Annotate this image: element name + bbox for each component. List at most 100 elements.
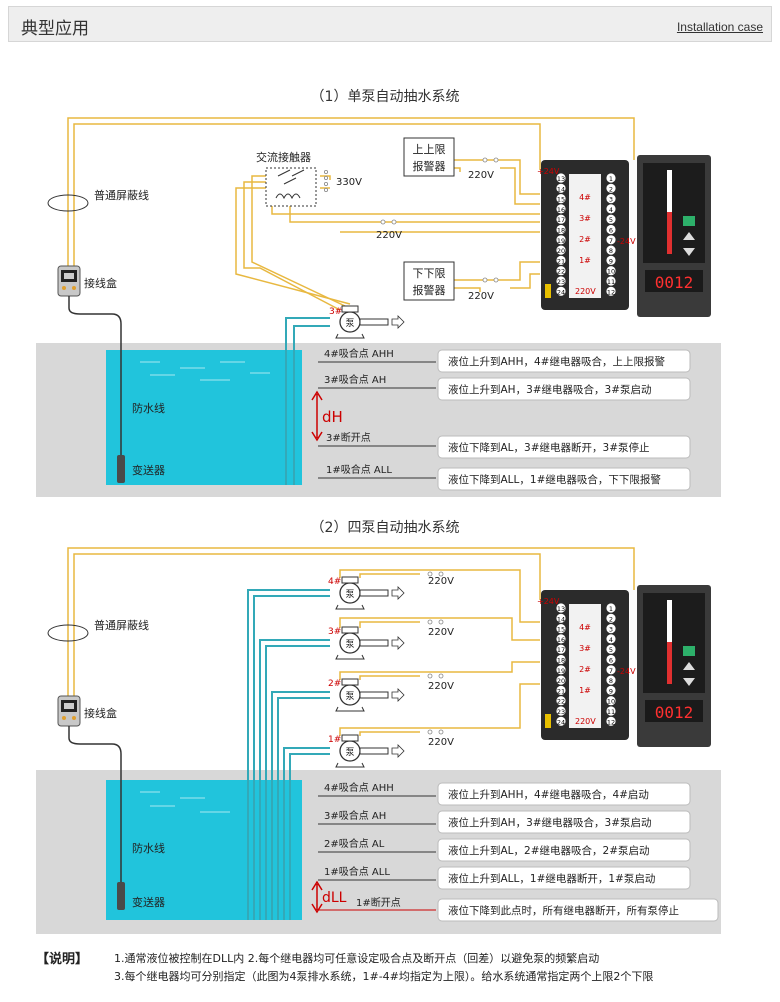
d2-bargraph-fill [667, 642, 672, 684]
d2-terminal-right-10 [606, 696, 616, 706]
d1-terminal-right-2 [606, 183, 616, 193]
d2-terminal-left-21 [556, 685, 566, 696]
d1-terminal-left-label: 19 [557, 237, 565, 245]
voltage-220-lower: 220V [468, 291, 494, 302]
d2-voltage-3: 220V [428, 627, 454, 638]
d2-messages [437, 782, 719, 922]
d1-terminal-left-14 [556, 183, 566, 193]
d2-water [106, 780, 302, 920]
d2-terminal-left-22 [556, 696, 566, 706]
d1-readout-panel [645, 270, 703, 292]
d2-terminal-right-label: 10 [607, 698, 615, 706]
d1-terminal-right-9 [606, 255, 616, 265]
d1-terminal-right-label: 8 [609, 247, 613, 255]
d2-switch-contacts [427, 571, 444, 735]
d1-terminal-right-label: 9 [609, 257, 613, 265]
d2-terminal-left-label: 15 [557, 626, 565, 634]
d1-transmitter [117, 455, 125, 483]
d2-terminal-right-2 [606, 613, 616, 623]
d1-message-1: 液位上升到AHH，4#继电器吸合，上上限报警 [448, 355, 665, 368]
d2-relay-label: 3# [579, 644, 591, 653]
d1-bargraph-fill [667, 212, 672, 254]
d1-pump-label: 泵 [345, 318, 354, 329]
d1-terminal-right-label: 3 [609, 196, 613, 204]
d2-pump-1-label: 泵 [345, 747, 354, 758]
d1-junction-label: 接线盒 [84, 276, 117, 290]
d2-pump-3-number: 3# [328, 627, 341, 637]
d2-level-ahh: 4#吸合点 AHH [324, 781, 394, 794]
d1-fuse [545, 284, 551, 298]
d2-terminal-right-label: 12 [607, 718, 615, 726]
d1-messages [437, 349, 691, 491]
lower-alarm-box [403, 261, 455, 301]
d1-terminal-right-label: 6 [609, 227, 613, 235]
d1-dh-label: dH [322, 408, 343, 426]
contactor-coil [275, 193, 301, 200]
d1-terminal-right-12 [606, 286, 616, 296]
d1-terminal-left-label: 21 [557, 257, 565, 265]
d2-voltage-1: 220V [428, 737, 454, 748]
d1-terminal-left-18 [556, 224, 566, 235]
d2-terminal-left-label: 13 [557, 605, 565, 613]
d2-ac220-label: 220V [575, 717, 596, 726]
notes-line2: 3.每个继电器均可分别指定（此图为4泵排水系统，1#-4#均指定为上限）。给水系… [114, 970, 654, 983]
d2-transmitter [117, 882, 125, 910]
d2-voltage-2: 220V [428, 681, 454, 692]
d2-dll-arrow [311, 880, 323, 914]
section-header: 典型应用 Installation case [8, 6, 772, 42]
d1-level-off: 3#断开点 [326, 431, 371, 444]
d2-wires [67, 547, 635, 736]
d1-terminal-right-label: 4 [609, 206, 613, 214]
d1-terminal-left-19 [556, 235, 566, 245]
d2-readout-panel [645, 700, 703, 722]
d2-water-ripples [140, 791, 230, 813]
d2-message-2: 液位上升到AH，3#继电器吸合，3#泵启动 [448, 816, 652, 829]
d2-level-al: 2#吸合点 AL [324, 837, 385, 850]
voltage-220-contactor: 220V [376, 230, 402, 241]
d2-terminal-left-23 [556, 706, 566, 716]
d2-pump-4-number: 4# [328, 577, 341, 587]
d2-terminal-left-24 [556, 716, 566, 726]
d1-terminal-left-23 [556, 276, 566, 286]
upper-alarm-line2: 报警器 [413, 159, 446, 173]
d2-message-5: 液位下降到此点时，所有继电器断开，所有泵停止 [448, 904, 679, 917]
d1-terminal-right-1 [606, 173, 616, 183]
d2-plus24-label: +24V [537, 597, 560, 606]
d1-terminal-right-11 [606, 276, 616, 286]
d2-fuse [545, 714, 551, 728]
d2-terminal-right-12 [606, 716, 616, 726]
d1-enter-button [683, 216, 695, 226]
d2-instrument-screen [643, 593, 705, 693]
d2-terminal-right-label: 2 [609, 615, 613, 623]
notes-label: 【说明】 [36, 952, 89, 967]
d1-cable-ring [47, 194, 89, 212]
d1-sensor-cable [68, 296, 122, 455]
d2-transmitter-label: 变送器 [132, 895, 165, 909]
d2-terminal-right-label: 9 [609, 687, 613, 695]
installation-case-link[interactable]: Installation case [676, 20, 763, 34]
voltage-220-upper: 220V [468, 170, 494, 181]
d2-message-3: 液位上升到AL，2#继电器吸合，2#泵启动 [448, 844, 650, 857]
lower-alarm-line2: 报警器 [413, 283, 446, 297]
d2-terminal-left-15 [556, 624, 566, 634]
d1-waterproof-label: 防水线 [132, 401, 165, 415]
d2-terminal-right-8 [606, 675, 616, 685]
d2-readout: 0012 [655, 703, 694, 722]
d1-terminal-right-10 [606, 266, 616, 276]
d1-message-2: 液位上升到AH，3#继电器吸合，3#泵启动 [448, 383, 652, 396]
d2-terminal-left-20 [556, 675, 566, 685]
d2-level-off: 1#断开点 [356, 896, 401, 909]
d2-terminal-left-label: 14 [557, 615, 565, 623]
d2-terminal-left-14 [556, 613, 566, 623]
contactor-label: 交流接触器 [256, 150, 311, 164]
d1-terminal-left-label: 22 [557, 268, 565, 276]
d1-terminal-right-label: 11 [607, 278, 615, 286]
d1-terminal-left-20 [556, 245, 566, 255]
d1-terminal-right-5 [606, 214, 616, 224]
d1-cable-label: 普通屏蔽线 [94, 188, 149, 202]
d1-terminal-left-label: 18 [557, 227, 565, 235]
d2-terminal-right-label: 8 [609, 677, 613, 685]
d2-terminal-right-label: 5 [609, 646, 613, 654]
d1-terminal-left-label: 24 [557, 288, 565, 296]
